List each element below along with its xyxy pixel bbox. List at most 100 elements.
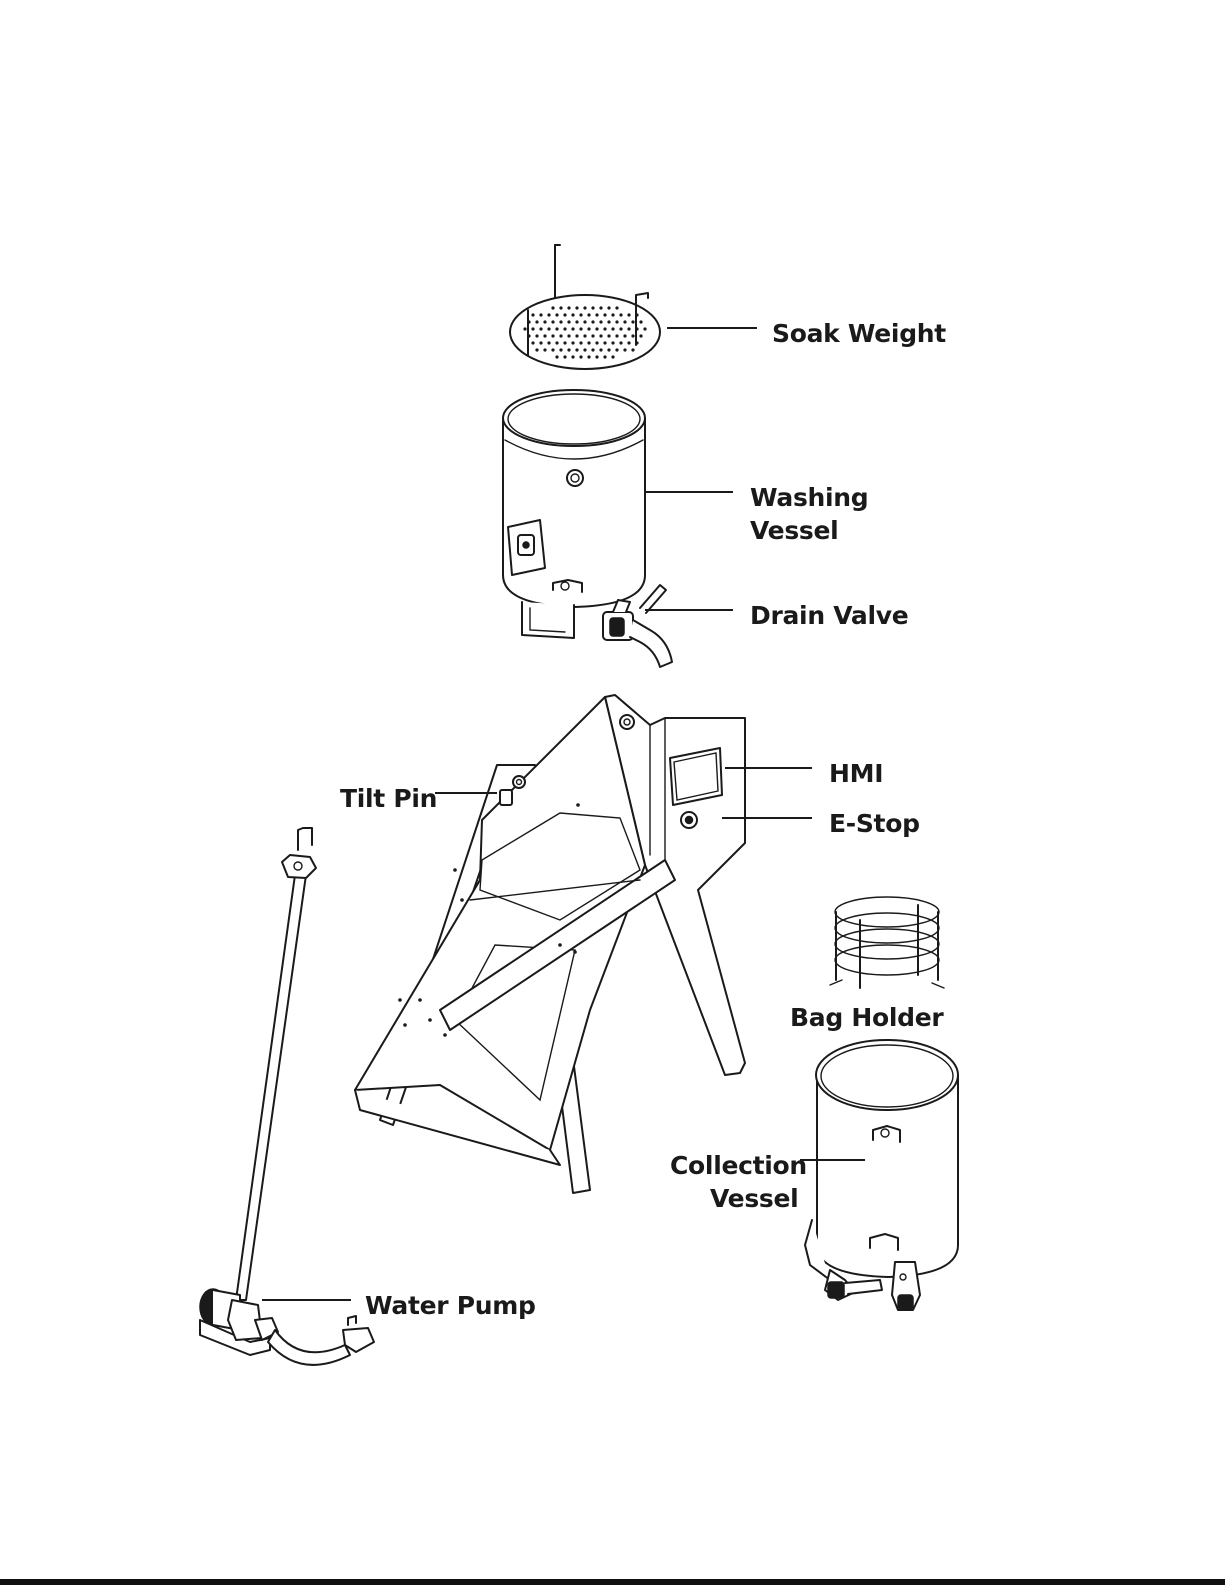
- perforation-hole: [611, 355, 614, 358]
- perforation-hole: [603, 341, 606, 344]
- perforation-hole: [575, 320, 578, 323]
- perforation-hole: [591, 334, 594, 337]
- perforation-hole: [579, 355, 582, 358]
- perforation-hole: [571, 327, 574, 330]
- perforation-hole: [579, 313, 582, 316]
- perforation-hole: [595, 327, 598, 330]
- rivet: [558, 943, 562, 947]
- soak-weight: [510, 245, 660, 369]
- perforation-hole: [639, 320, 642, 323]
- perforation-hole: [559, 334, 562, 337]
- perforation-hole: [623, 348, 626, 351]
- perforation-hole: [543, 334, 546, 337]
- perforation-hole: [639, 334, 642, 337]
- perforation-hole: [603, 355, 606, 358]
- perforation-hole: [599, 348, 602, 351]
- perforation-hole: [567, 334, 570, 337]
- perforation-hole: [627, 341, 630, 344]
- perforation-hole: [595, 355, 598, 358]
- perforation-hole: [631, 320, 634, 323]
- perforation-hole: [571, 341, 574, 344]
- perforation-hole: [543, 320, 546, 323]
- perforation-hole: [619, 327, 622, 330]
- perforation-hole: [567, 320, 570, 323]
- perforation-hole: [571, 355, 574, 358]
- perforation-hole: [591, 348, 594, 351]
- perforation-hole: [599, 334, 602, 337]
- rivet: [453, 868, 457, 872]
- perforation-hole: [551, 306, 554, 309]
- perforation-hole: [523, 327, 526, 330]
- perforation-hole: [615, 334, 618, 337]
- perforation-hole: [611, 313, 614, 316]
- perforation-hole: [547, 341, 550, 344]
- perforation-hole: [583, 334, 586, 337]
- rivet: [460, 898, 464, 902]
- perforation-hole: [631, 334, 634, 337]
- perforation-hole: [615, 320, 618, 323]
- perforation-hole: [555, 313, 558, 316]
- perforation-hole: [551, 334, 554, 337]
- perforation-hole: [531, 313, 534, 316]
- perforation-hole: [555, 327, 558, 330]
- perforation-hole: [595, 341, 598, 344]
- perforation-hole: [587, 355, 590, 358]
- perforation-hole: [583, 320, 586, 323]
- water-pump: [200, 828, 374, 1365]
- perforation-hole: [563, 355, 566, 358]
- tilt-frame: [355, 695, 745, 1193]
- label-e-stop: E-Stop: [829, 809, 920, 838]
- perforation-hole: [543, 348, 546, 351]
- perforation-hole: [539, 313, 542, 316]
- perforation-hole: [611, 327, 614, 330]
- perforation-hole: [535, 334, 538, 337]
- rivet: [443, 1033, 447, 1037]
- perforation-hole: [571, 313, 574, 316]
- perforation-hole: [623, 334, 626, 337]
- label-washing-vessel-line1: Washing: [750, 483, 868, 512]
- perforation-hole: [567, 306, 570, 309]
- label-soak-weight: Soak Weight: [772, 319, 946, 348]
- perforation-hole: [559, 320, 562, 323]
- perforation-hole: [599, 306, 602, 309]
- label-bag-holder: Bag Holder: [790, 1003, 944, 1032]
- perforation-hole: [583, 306, 586, 309]
- perforation-hole: [547, 313, 550, 316]
- perforation-hole: [623, 320, 626, 323]
- page-bottom-rule: [0, 1579, 1225, 1585]
- rivet: [428, 1018, 432, 1022]
- perforation-hole: [531, 341, 534, 344]
- label-hmi: HMI: [829, 759, 883, 788]
- perforation-hole: [607, 348, 610, 351]
- tilt-pin: [500, 790, 512, 805]
- perforation-hole: [539, 341, 542, 344]
- perforation-hole: [559, 306, 562, 309]
- perforation-hole: [579, 341, 582, 344]
- perforation-hole: [563, 341, 566, 344]
- perforation-hole: [607, 320, 610, 323]
- perforation-hole: [555, 341, 558, 344]
- perforation-hole: [619, 313, 622, 316]
- perforation-hole: [627, 313, 630, 316]
- perforation-hole: [559, 348, 562, 351]
- perforation-hole: [535, 348, 538, 351]
- perforation-hole: [599, 320, 602, 323]
- perforation-hole: [587, 327, 590, 330]
- perforation-hole: [603, 313, 606, 316]
- rivet: [576, 803, 580, 807]
- rivet: [573, 950, 577, 954]
- perforation-hole: [535, 320, 538, 323]
- perforation-hole: [575, 334, 578, 337]
- perforation-hole: [611, 341, 614, 344]
- label-collection-vessel-line1: Collection: [670, 1151, 807, 1180]
- perforation-hole: [587, 313, 590, 316]
- perforation-hole: [631, 348, 634, 351]
- bag-holder: [830, 897, 944, 988]
- perforation-hole: [551, 348, 554, 351]
- rivet: [398, 998, 402, 1002]
- label-tilt-pin: Tilt Pin: [340, 784, 437, 813]
- perforation-hole: [591, 320, 594, 323]
- perforation-hole: [595, 313, 598, 316]
- perforation-hole: [615, 306, 618, 309]
